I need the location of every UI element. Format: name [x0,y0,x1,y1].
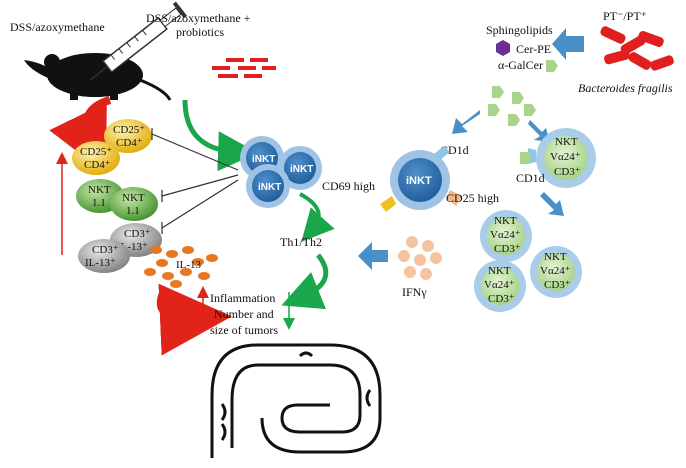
cell-label: Vα24⁺ [550,151,581,163]
cd25-cd4-cell-bottom: CD25⁺ CD4⁺ [72,141,120,175]
galcer-pentagon-bound [520,152,532,164]
il13-label: IL-13 [176,259,202,271]
blue-arrow-down-cluster [540,192,564,216]
blue-arrow-down-right [528,120,550,142]
nkt-cell-right: NKT 1.1 [110,187,158,221]
th1th2-label: Th1/Th2 [280,235,322,249]
galcer-label: α-GalCer [498,58,543,72]
cell-label: CD3⁺ [488,293,515,305]
nkt-va24-cell-top: NKT Vα24⁺ CD3⁺ [528,128,596,188]
cell-label: NKT [494,215,517,227]
colon-icon [210,343,382,458]
red-curved-arrow-top [49,96,112,174]
cell-label: Vα24⁺ [540,265,571,277]
syringe-icon [89,1,188,81]
inkt-cluster: iNKT iNKT iNKT [240,136,322,208]
il13-dots [144,246,218,288]
pt-label: PT⁻/PT⁺ [603,9,647,23]
nkt-va24-cluster: NKT Vα24⁺ CD3⁺ NKT Vα24⁺ CD3⁺ NKT Vα24⁺ … [474,210,582,312]
cd25-cd4-cell-top: CD25⁺ CD4⁺ [104,119,152,153]
cell-label: NKT [122,192,145,204]
bacteroides-icon [600,26,674,71]
blue-arrow-bacteria [552,28,584,60]
cd69-label: CD69 high [322,179,375,193]
cell-label: CD25⁺ [113,124,145,136]
green-arrow-bottom [281,253,329,310]
ifng-dots [398,236,442,280]
red-curved-arrow-bottom [156,283,232,356]
cd3-il13-cell-left: CD3⁺ IL-13⁺ [78,239,130,273]
cell-label: CD3⁺ [92,244,119,256]
number-and-label: Number and [214,307,274,321]
dss-left-label: DSS/azoxymethane [10,20,105,34]
inflammation-label: Inflammation [210,291,275,305]
cell-label: iNKT [258,182,281,193]
size-tumors-label: size of tumors [210,323,278,337]
cell-label: 1.1 [126,205,140,217]
green-arrow-mid [299,192,335,242]
cd25-label: CD25 high [446,191,499,205]
green-curved-arrow-top [182,99,258,172]
cell-label: CD3⁺ [554,166,581,178]
cd1d-right-label: CD1d [516,171,545,185]
cell-label: CD4⁺ [84,159,111,171]
cer-pe-hexagon-icon [496,40,510,56]
cell-label: CD3⁺ [544,279,571,291]
cer-pe-label: Cer-PE [516,42,551,56]
bacteria-name: Bacteroides fragilis [578,81,673,95]
cell-label: IL-13⁺ [85,257,116,269]
cell-label: NKT [544,251,567,263]
cell-label: NKT [555,136,578,148]
cell-label: NKT [488,265,511,277]
sphingolipids-label: Sphingolipids [486,23,553,37]
blue-arrow-left [358,242,388,270]
cell-label: CD25⁺ [80,146,112,158]
galcer-pentagon-icon [546,60,558,72]
cell-label: iNKT [406,175,432,187]
cell-label: iNKT [290,164,313,175]
cell-label: Vα24⁺ [490,229,521,241]
glycolipid-shapes [488,86,536,126]
probiotic-bacteria-icon [212,58,276,78]
dss-probiotics-label-2: probiotics [176,25,224,39]
cell-label: CD4⁺ [116,137,143,149]
cell-label: NKT [88,184,111,196]
cell-label: Vα24⁺ [484,279,515,291]
inkt-central-cell: iNKT [380,146,462,212]
blue-arrow-down-left [452,110,480,134]
cell-label: 1.1 [92,197,106,209]
inhibition-lines [151,128,239,234]
cell-label: CD3⁺ [494,243,521,255]
mouse-icon [24,53,172,101]
dss-probiotics-label-1: DSS/azoxymethane + [146,11,251,25]
cell-label: CD3⁺ [124,228,151,240]
ifng-label: IFNγ [402,285,427,299]
cell-label: iNKT [252,154,275,165]
